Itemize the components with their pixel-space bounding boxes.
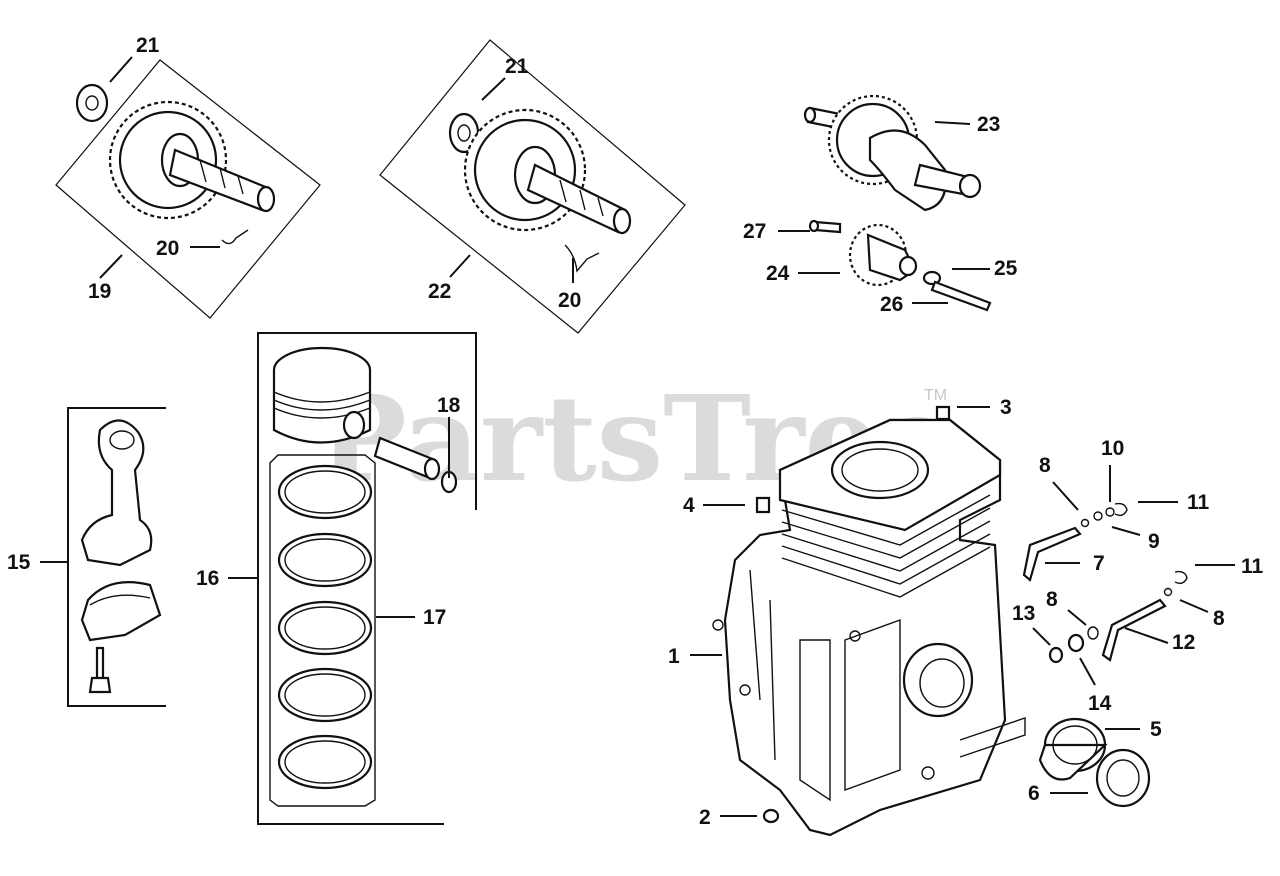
callout-21a: 21: [136, 34, 160, 57]
callout-21b: 21: [505, 55, 529, 78]
callout-7: 7: [1093, 552, 1105, 575]
callout-23: 23: [977, 113, 1000, 136]
connecting-rod-15: [67, 407, 166, 707]
callout-11a: 11: [1187, 491, 1210, 514]
nut-13: [1048, 646, 1064, 664]
thrust-washer-21a: [75, 83, 109, 123]
dowel-3: [935, 405, 951, 421]
callout-5: 5: [1150, 718, 1162, 741]
governor-gear-24: [808, 219, 992, 312]
crankcase-block-1: [712, 418, 1026, 837]
callout-19: 19: [88, 280, 111, 303]
callout-3: 3: [1000, 396, 1012, 419]
callout-10: 10: [1101, 437, 1124, 460]
callout-25: 25: [994, 257, 1018, 280]
callout-8c: 8: [1213, 607, 1225, 630]
bushing-14: [1067, 633, 1085, 653]
callout-16: 16: [196, 567, 219, 590]
callout-9: 9: [1148, 530, 1160, 553]
callout-27: 27: [743, 220, 766, 243]
washer-25: [922, 270, 942, 286]
shaft-26: [930, 280, 992, 312]
plug-2: [762, 808, 780, 824]
callout-20b: 20: [558, 289, 581, 312]
callout-labels: 21 20 19 21 22 20 23 27 24 25 26 15 16 1…: [7, 34, 1264, 829]
governor-cross-shaft-7: [1022, 526, 1082, 582]
callout-18: 18: [437, 394, 461, 417]
callout-22: 22: [428, 280, 451, 303]
crankshaft-23: [803, 94, 982, 212]
callout-6: 6: [1028, 782, 1040, 805]
callout-2: 2: [699, 806, 711, 829]
dowel-4: [755, 496, 771, 514]
callout-17: 17: [423, 606, 446, 629]
camshaft-assembly-19: [55, 59, 321, 319]
bearing-5: [1038, 717, 1108, 781]
callout-4: 4: [683, 494, 695, 517]
piston-assembly-16: [257, 332, 477, 825]
callout-11b: 11: [1241, 555, 1264, 578]
throttle-shaft-12: [1101, 598, 1167, 662]
oil-seal-6: [1095, 748, 1151, 808]
callout-14: 14: [1088, 692, 1112, 715]
callout-13: 13: [1012, 602, 1035, 625]
callout-1: 1: [668, 645, 680, 668]
callout-24: 24: [766, 262, 790, 285]
callout-15: 15: [7, 551, 31, 574]
camshaft-assembly-22: [379, 39, 686, 334]
callout-8a: 8: [1039, 454, 1051, 477]
callout-20a: 20: [156, 237, 179, 260]
callout-26: 26: [880, 293, 903, 316]
callout-8b: 8: [1046, 588, 1058, 611]
watermark-trademark: TM: [924, 387, 947, 404]
callout-12: 12: [1172, 631, 1195, 654]
leader-lines: [40, 56, 1235, 817]
